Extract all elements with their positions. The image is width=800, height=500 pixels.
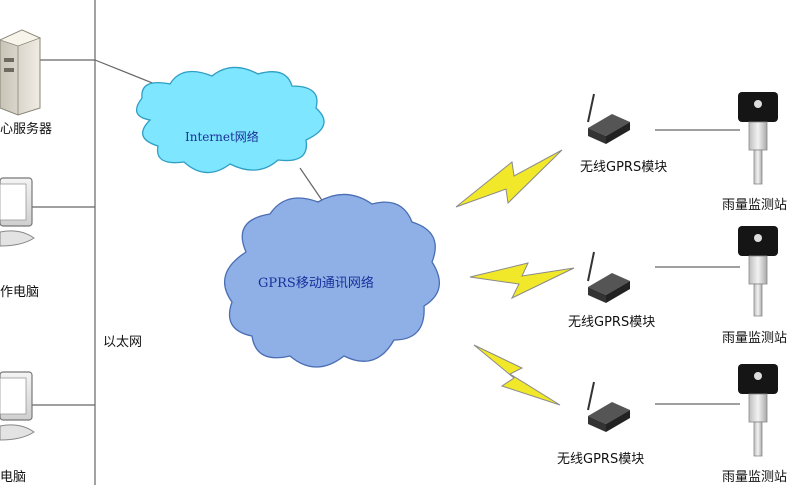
ethernet-label: 以太网 bbox=[103, 335, 143, 350]
lightning-bolt-icon bbox=[469, 262, 575, 300]
connection-lines bbox=[30, 0, 740, 485]
gprs-cloud bbox=[224, 193, 440, 368]
internet-cloud bbox=[135, 66, 325, 174]
pc-bottom-icon bbox=[0, 371, 35, 441]
rain-gauge-icon bbox=[738, 226, 778, 317]
rain-gauge-icon bbox=[738, 364, 778, 457]
gprs-module-icon bbox=[587, 381, 630, 432]
pc-top-icon bbox=[0, 177, 35, 247]
rain-gauge-icon bbox=[738, 92, 778, 185]
internet-label: Internet网络 bbox=[185, 130, 259, 144]
module-label-3: 无线GPRS模块 bbox=[557, 452, 645, 467]
pc-top-label: 作电脑 bbox=[0, 285, 40, 300]
station-label-1: 雨量监测站 bbox=[722, 198, 788, 213]
pc-bottom-label: 电脑 bbox=[0, 470, 27, 485]
module-label-1: 无线GPRS模块 bbox=[580, 160, 668, 175]
station-label-2: 雨量监测站 bbox=[722, 331, 788, 346]
module-label-2: 无线GPRS模块 bbox=[568, 315, 656, 330]
gprs-module-icon bbox=[587, 93, 630, 144]
lightning-bolt-icon bbox=[473, 344, 561, 406]
station-label-3: 雨量监测站 bbox=[722, 470, 788, 485]
gprs-module-icon bbox=[587, 251, 630, 303]
gprs-network-label: GPRS移动通讯网络 bbox=[258, 276, 374, 291]
lightning-icons bbox=[455, 149, 575, 406]
server-label: 心服务器 bbox=[0, 122, 53, 137]
server-icon bbox=[0, 29, 42, 116]
lightning-bolt-icon bbox=[455, 149, 563, 208]
